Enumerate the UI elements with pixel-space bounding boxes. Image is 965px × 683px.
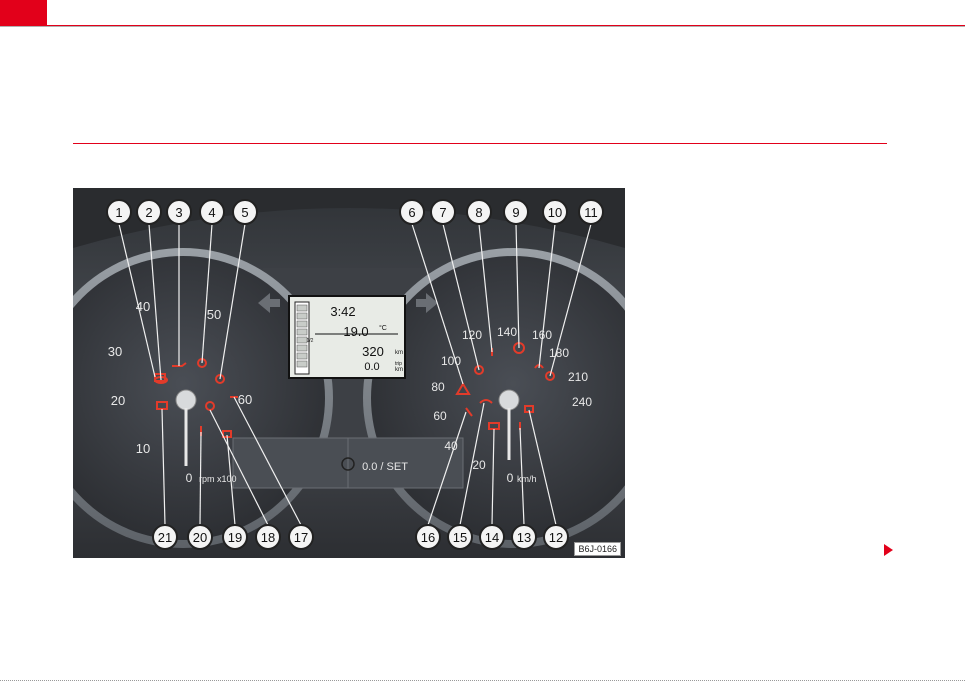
tacho-zero-label: 0: [186, 471, 193, 485]
speedo-tick-label: 60: [433, 409, 447, 423]
fuel-bar: [297, 305, 307, 311]
odometer-unit: km: [395, 350, 403, 356]
callout-number: 12: [549, 530, 563, 545]
callout-number: 13: [517, 530, 531, 545]
trip-reset-button-label: 0.0 / SET: [362, 461, 408, 473]
callout-number: 21: [158, 530, 172, 545]
temp-readout: 19.0: [343, 324, 368, 339]
temp-unit: °C: [379, 324, 387, 332]
trip-readout: 0.0: [364, 361, 379, 373]
callout-number: 15: [453, 530, 467, 545]
section-rule: [73, 143, 887, 144]
callout-number: 17: [294, 530, 308, 545]
tacho-hub: [176, 390, 196, 410]
figure-code: B6J-0166: [574, 542, 621, 556]
fuel-bar: [297, 337, 307, 343]
speedo-tick-label: 140: [497, 325, 517, 339]
fuel-bar: [297, 361, 307, 367]
bottom-dotted-rule: [0, 680, 965, 681]
speedo-tick-label: 80: [431, 380, 445, 394]
clock-readout: 3:42: [330, 304, 355, 319]
fuel-bar: [297, 313, 307, 319]
speedo-unit-label: km/h: [517, 474, 537, 484]
speedo-zero-label: 0: [507, 471, 514, 485]
tacho-tick-label: 60: [238, 392, 252, 407]
tacho-tick-label: 10: [136, 441, 150, 456]
tacho-tick-label: 50: [207, 307, 221, 322]
header-tab: [0, 0, 47, 26]
callout-number: 20: [193, 530, 207, 545]
callout-number: 6: [408, 205, 415, 220]
callout-number: 14: [485, 530, 499, 545]
callout-number: 11: [584, 205, 598, 220]
callout-number: 3: [175, 205, 182, 220]
callout-number: 7: [439, 205, 446, 220]
speedo-tick-label: 210: [568, 370, 588, 384]
callout-number: 5: [241, 205, 248, 220]
callout-number: 1: [115, 205, 122, 220]
callout-number: 2: [145, 205, 152, 220]
callout-number: 10: [548, 205, 562, 220]
next-page-arrow-icon[interactable]: [884, 544, 893, 556]
fuel-half-label: 1/2: [307, 338, 314, 344]
callout-number: 8: [475, 205, 482, 220]
header-shadow: [0, 26, 965, 27]
fuel-bar: [297, 321, 307, 327]
callout-number: 9: [512, 205, 519, 220]
speedo-tick-label: 180: [549, 346, 569, 360]
trip-unit-2: km: [395, 367, 403, 373]
speedo-hub: [499, 390, 519, 410]
callout-number: 4: [208, 205, 215, 220]
speedo-tick-label: 100: [441, 354, 461, 368]
speedo-tick-label: 20: [472, 458, 486, 472]
callout-number: 16: [421, 530, 435, 545]
fuel-bar: [297, 353, 307, 359]
odometer-readout: 320: [362, 344, 384, 359]
fuel-bar: [297, 345, 307, 351]
callout-number: 19: [228, 530, 242, 545]
tacho-tick-label: 20: [111, 393, 125, 408]
tacho-tick-label: 30: [108, 344, 122, 359]
speedo-tick-label: 240: [572, 395, 592, 409]
fuel-bar: [297, 329, 307, 335]
callout-number: 18: [261, 530, 275, 545]
